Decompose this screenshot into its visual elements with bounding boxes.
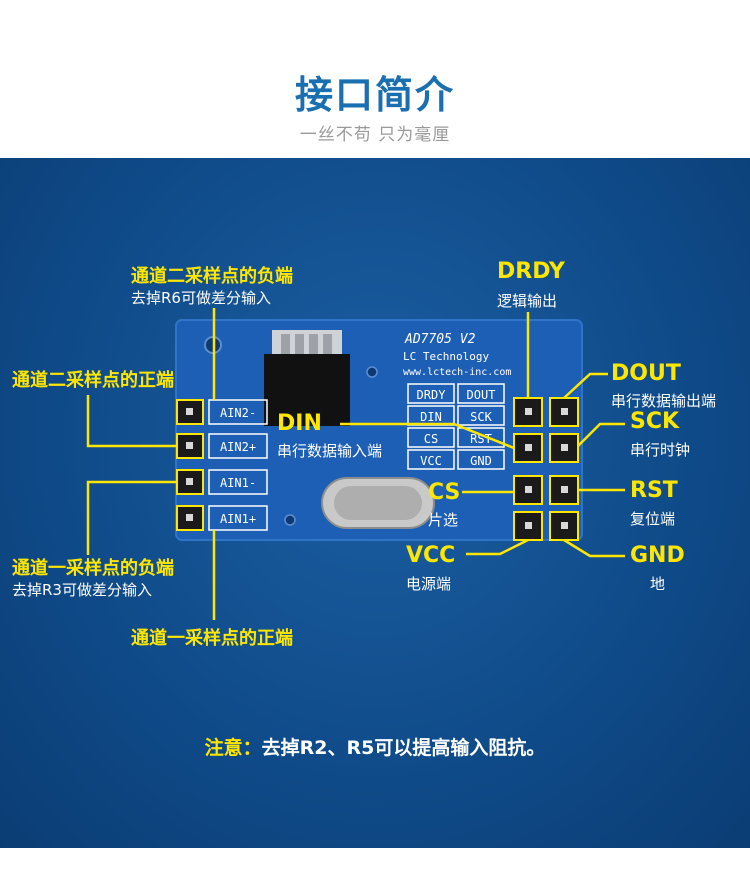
silk-ain1-pos: AIN1+	[220, 512, 256, 526]
gnd-name: GND	[630, 543, 685, 568]
din-sub: 串行数据输入端	[277, 442, 383, 460]
silk-drdy: DRDY	[417, 388, 447, 402]
chip-pin	[309, 334, 318, 354]
gnd-sub: 地	[650, 575, 666, 593]
silk-chip-label: AD7705 V2	[404, 332, 476, 347]
silk-din: DIN	[420, 410, 442, 424]
ain-labels	[208, 399, 268, 531]
silk-dout: DOUT	[467, 388, 496, 402]
mount-hole-small	[284, 514, 296, 526]
cs-name: CS	[428, 480, 461, 505]
vcc-name: VCC	[406, 543, 456, 568]
silk-ain2-neg: AIN2-	[220, 406, 256, 420]
silk-vcc: VCC	[420, 454, 442, 468]
ch2-neg-title: 通道二采样点的负端	[131, 266, 293, 287]
silk-cs: CS	[424, 432, 438, 446]
mount-hole-small	[366, 366, 378, 378]
footer-strip	[0, 848, 750, 874]
page-subtitle: 一丝不苟 只为毫厘	[299, 125, 451, 145]
page-title: 接口简介	[294, 73, 455, 117]
silk-rst: RST	[470, 432, 492, 446]
note-text: 去掉R2、R5可以提高输入阻抗。	[261, 737, 546, 759]
silk-ain2-pos: AIN2+	[220, 440, 256, 454]
drdy-sub: 逻辑输出	[497, 292, 558, 310]
sck-sub: 串行时钟	[630, 441, 691, 459]
cs-sub: 片选	[428, 511, 459, 529]
ch1-neg-sub: 去掉R3可做差分输入	[12, 581, 152, 599]
right-pin-pads	[513, 397, 579, 541]
dout-name: DOUT	[611, 361, 681, 386]
silk-maker: LC Technology	[403, 350, 489, 363]
crystal-inner	[334, 486, 422, 520]
ch2-pos-title: 通道二采样点的正端	[12, 370, 174, 391]
ch2-neg-sub: 去掉R6可做差分输入	[131, 289, 271, 307]
rst-sub: 复位端	[630, 510, 676, 528]
rst-name: RST	[630, 478, 678, 503]
chip-pin	[295, 334, 304, 354]
silk-gnd: GND	[470, 454, 492, 468]
left-pin-pads	[176, 399, 204, 531]
drdy-name: DRDY	[497, 259, 565, 284]
silk-sck: SCK	[470, 410, 492, 424]
leader-lines	[86, 308, 625, 620]
sck-name: SCK	[630, 409, 680, 434]
note-prefix: 注意：	[204, 737, 262, 759]
vcc-sub: 电源端	[406, 575, 452, 593]
regulator-chip	[264, 354, 350, 426]
chip-pin	[323, 334, 332, 354]
chip-pin	[281, 334, 290, 354]
header: 接口简介 一丝不苟 只为毫厘	[0, 0, 750, 158]
impedance-note: 注意：去掉R2、R5可以提高输入阻抗。	[0, 733, 750, 760]
ch1-pos-title: 通道一采样点的正端	[131, 628, 293, 649]
silk-ain1-neg: AIN1-	[220, 476, 256, 490]
dout-sub: 串行数据输出端	[611, 392, 717, 410]
silk-url: www.lctech-inc.com	[403, 367, 511, 378]
ch1-neg-title: 通道一采样点的负端	[12, 558, 174, 579]
din-name: DIN	[277, 411, 322, 436]
